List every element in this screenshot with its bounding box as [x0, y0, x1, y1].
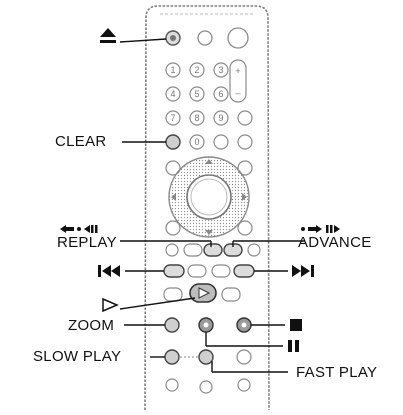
leader-lines [119, 38, 305, 373]
keypad-label: 4 [170, 89, 175, 99]
svg-text:–: – [235, 88, 240, 98]
previous-track-icon [98, 265, 120, 277]
replay-button[interactable] [203, 243, 223, 257]
zoom-label: ZOOM [68, 317, 115, 334]
keypad-label: 9 [218, 113, 223, 123]
keypad-label: 3 [218, 65, 223, 75]
keypad-label: 1 [170, 65, 175, 75]
number-keypad: 1 2 3 4 5 6 7 8 9 0 [165, 62, 229, 150]
fast-play-button[interactable] [198, 349, 214, 365]
slow-play-button[interactable] [164, 349, 180, 365]
keypad-label: 2 [194, 65, 199, 75]
previous-button[interactable] [163, 264, 185, 278]
keypad-label: 0 [194, 137, 199, 147]
keypad-label: 5 [194, 89, 199, 99]
stop-icon [290, 319, 302, 331]
volume-rocker[interactable] [229, 59, 247, 103]
slow-play-label: SLOW PLAY [33, 348, 122, 365]
pause-icon [288, 340, 299, 352]
keypad-label: 8 [194, 113, 199, 123]
top-button-2[interactable] [197, 30, 213, 46]
replay-label: REPLAY [57, 234, 117, 251]
direction-pad[interactable] [168, 156, 250, 238]
clear-button[interactable] [165, 134, 181, 150]
eject-icon [100, 28, 116, 43]
svg-text:+: + [235, 66, 240, 76]
replay-icon [60, 225, 98, 233]
fast-play-label: FAST PLAY [296, 364, 378, 381]
clear-label: CLEAR [55, 133, 107, 150]
advance-icon [301, 225, 340, 233]
power-button[interactable] [227, 27, 249, 49]
advance-label: ADVANCE [298, 234, 372, 251]
keypad-label: 6 [218, 89, 223, 99]
zoom-button[interactable] [164, 317, 180, 333]
play-icon [102, 297, 119, 313]
next-track-icon [292, 265, 314, 277]
next-button[interactable] [233, 264, 255, 278]
keypad-label: 7 [170, 113, 175, 123]
